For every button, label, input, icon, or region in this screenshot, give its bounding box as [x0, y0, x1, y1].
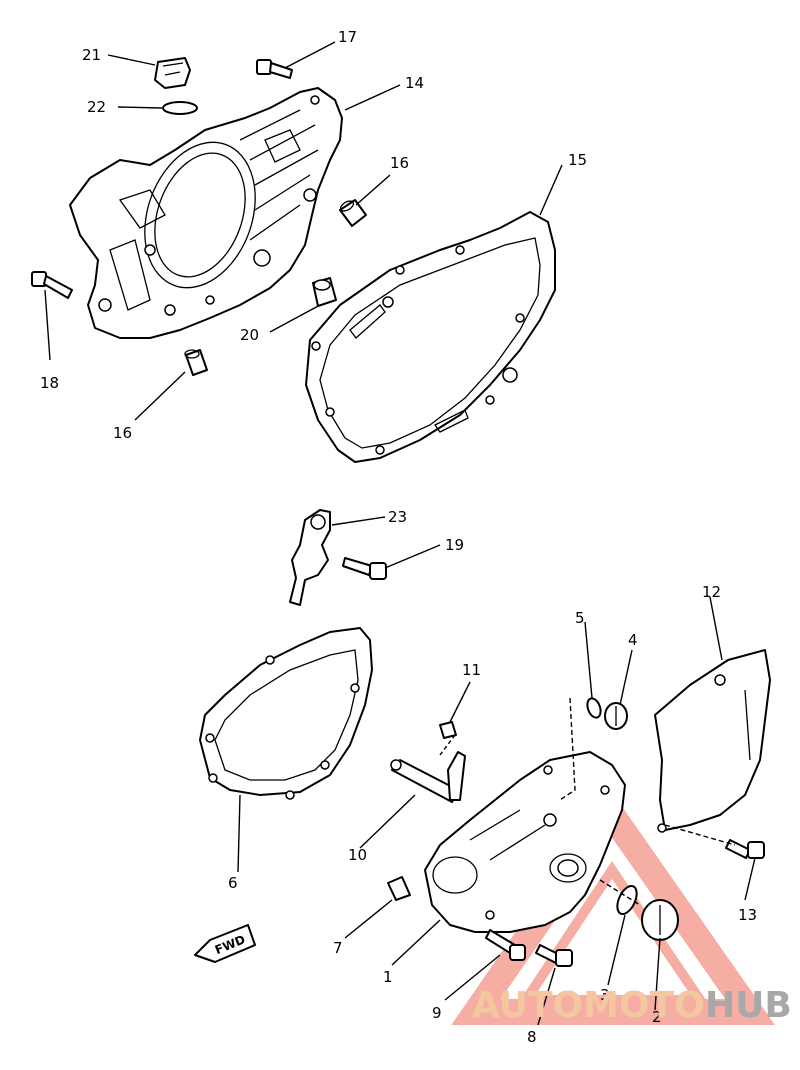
- callout-1: 1: [383, 968, 393, 986]
- watermark-text: AUTOMOTO HUB: [472, 985, 792, 1026]
- watermark-part1: AUTOMOTO: [472, 985, 705, 1026]
- bolt-part-19: [342, 557, 387, 580]
- callout-23: 23: [388, 508, 407, 526]
- o-ring-part: [162, 101, 198, 115]
- watermark-part2: HUB: [705, 985, 792, 1026]
- bolt-part-17: [256, 59, 293, 79]
- callout-14: 14: [405, 74, 424, 92]
- o-ring-part-5: [586, 697, 602, 719]
- callout-9: 9: [432, 1004, 442, 1022]
- callout-5: 5: [575, 609, 585, 627]
- callout-4: 4: [628, 631, 638, 649]
- callout-8: 8: [527, 1028, 537, 1046]
- clutch-cover-part: [69, 87, 343, 339]
- callout-7: 7: [333, 939, 343, 957]
- bolt-part-13: [725, 839, 765, 859]
- callout-3: 3: [600, 986, 610, 1004]
- filler-plug-part: [154, 57, 191, 89]
- callout-12: 12: [702, 583, 721, 601]
- callout-18: 18: [40, 374, 59, 392]
- leader-lines: [44, 41, 756, 1026]
- callout-11: 11: [462, 661, 481, 679]
- magneto-gasket-part: [199, 627, 373, 800]
- callout-17: 17: [338, 28, 357, 46]
- forward-arrow-icon: FWD: [194, 924, 256, 963]
- o-ring-part-3: [616, 884, 638, 916]
- bolt-part-8: [535, 944, 573, 967]
- callout-22: 22: [87, 98, 106, 116]
- shift-shaft-part: [390, 751, 466, 803]
- bolt-part-11: [439, 721, 457, 739]
- callout-16-upper: 16: [390, 154, 409, 172]
- plug-part-4: [604, 702, 628, 730]
- callout-21: 21: [82, 46, 101, 64]
- dowel-part-7: [387, 876, 411, 901]
- callout-2: 2: [652, 1008, 662, 1026]
- oil-seal-part: [312, 277, 337, 307]
- callout-10: 10: [348, 846, 367, 864]
- callout-20: 20: [240, 326, 259, 344]
- callout-13: 13: [738, 906, 757, 924]
- sprocket-cover-part: [654, 649, 771, 833]
- dowel-part-upper: [339, 199, 367, 227]
- callout-labels: 21 22 17 14 16 15 20 18 16 23 19 5 4 12 …: [40, 28, 757, 1046]
- bolt-part-9: [485, 929, 526, 961]
- callout-15: 15: [568, 151, 587, 169]
- clutch-gasket-part: [305, 211, 556, 463]
- callout-19: 19: [445, 536, 464, 554]
- lever-bracket-part: [289, 509, 331, 606]
- dowel-part-lower: [184, 349, 208, 376]
- callout-6: 6: [228, 874, 238, 892]
- cap-part-2: [641, 899, 679, 941]
- callout-16-lower: 16: [113, 424, 132, 442]
- magneto-cover-part: [424, 751, 626, 933]
- bolt-part-18: [31, 271, 73, 299]
